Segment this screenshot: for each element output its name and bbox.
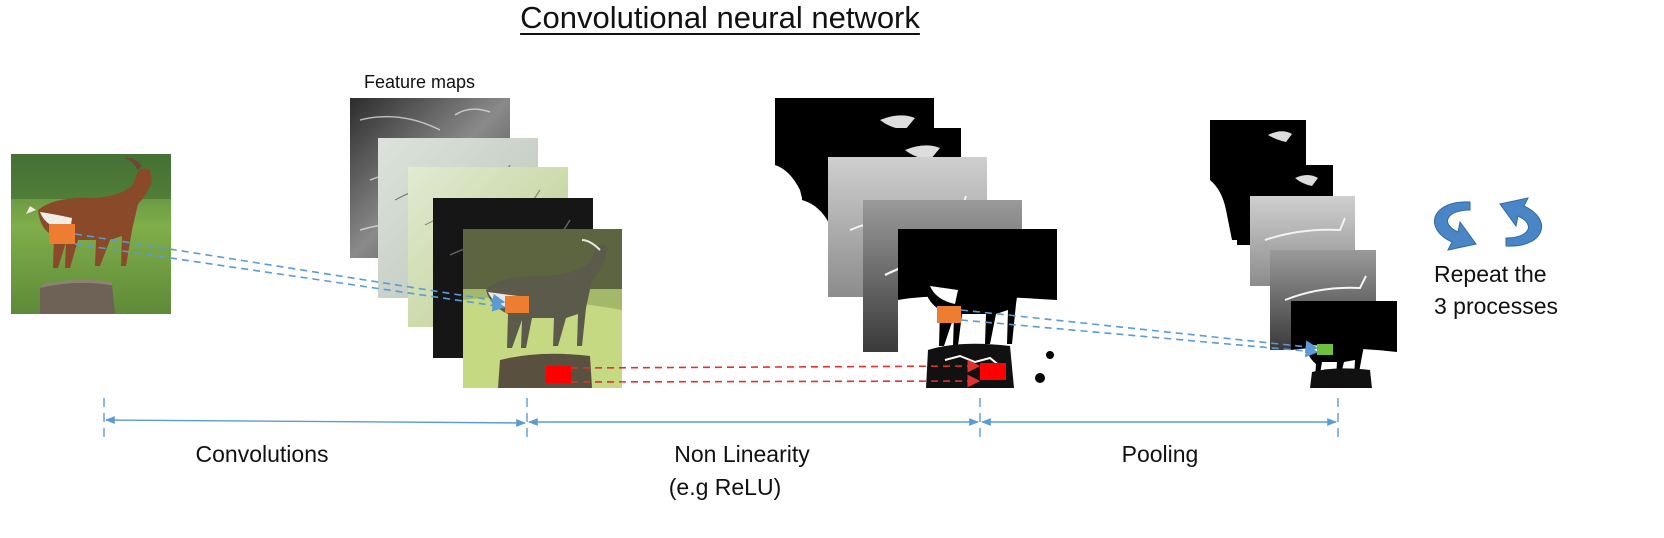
relu-map-patch [937, 306, 961, 323]
feature-map-5 [463, 229, 622, 388]
relu-map-red-patch [980, 363, 1006, 380]
feature-maps-stack [350, 98, 622, 388]
rectified-maps-stack [775, 98, 1057, 388]
conv-projection-arrow-top [74, 233, 506, 307]
conv-projection-arrow-bottom [74, 243, 506, 312]
pooled-map-patch [1317, 344, 1333, 355]
stage-boundaries [103, 398, 1339, 440]
relu-projection-arrow-bottom [570, 374, 981, 388]
repeat-caption-line-1: Repeat the [1434, 261, 1547, 287]
feature-map-patch [505, 296, 529, 313]
pooled-maps-stack [1210, 120, 1397, 388]
non-linearity-label: Non Linearity [674, 441, 810, 467]
repeat-caption: Repeat the 3 processes [1434, 258, 1558, 322]
relu-projection-arrow-top [570, 359, 981, 373]
repeat-cycle-icon [1434, 197, 1542, 251]
relu-map-5 [898, 229, 1057, 388]
convolutions-span-arrow [105, 416, 526, 427]
stage-spans [105, 416, 1337, 427]
convolutions-label: Convolutions [195, 441, 329, 467]
input-image [11, 154, 171, 314]
input-patch [49, 224, 75, 244]
diagram-title: Convolutional neural network [520, 0, 920, 35]
non-linearity-note: (e.g ReLU) [668, 474, 782, 500]
pooled-map-5 [1291, 301, 1397, 388]
feature-map-red-patch [546, 366, 571, 383]
repeat-caption-line-2: 3 processes [1434, 293, 1559, 319]
feature-maps-label: Feature maps [364, 72, 476, 92]
projection-arrows [74, 233, 1319, 388]
pooling-label: Pooling [1121, 441, 1199, 467]
